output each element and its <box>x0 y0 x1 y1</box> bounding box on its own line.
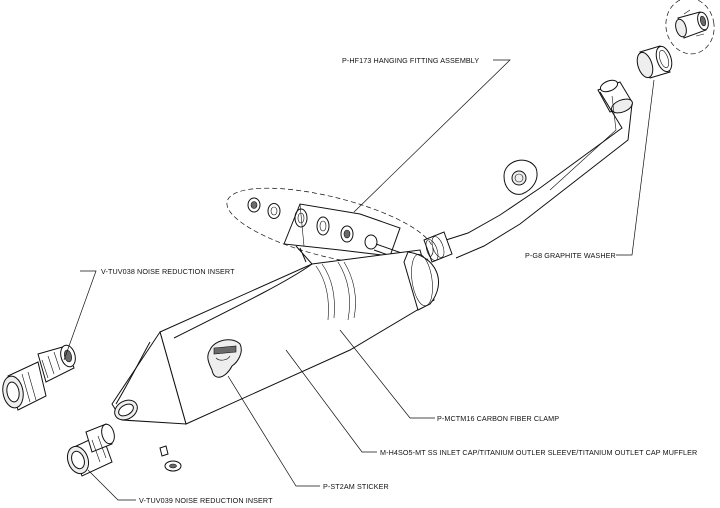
label-muffler: M-H4SO5-MT SS INLET CAP/TITANIUM OUTLER … <box>380 448 698 457</box>
link-pipe-part <box>423 79 633 263</box>
label-graphite-washer: P-G8 GRAPHITE WASHER <box>525 251 616 260</box>
label-sticker: P-ST2AM STICKER <box>323 482 389 491</box>
graphite-washer-part <box>636 45 673 79</box>
label-hanging-fitting-assembly: P-HF173 HANGING FITTING ASSEMBLY <box>342 56 480 65</box>
logo-sticker-part <box>207 339 242 378</box>
muffler-body-part <box>111 245 439 425</box>
screw-and-washer-part <box>159 445 182 472</box>
label-noise-insert-038: V-TUV038 NOISE REDUCTION INSERT <box>101 267 235 276</box>
leader-lines <box>63 59 655 501</box>
noise-insert-039-part <box>66 423 115 477</box>
noise-insert-038-part <box>2 344 76 411</box>
label-noise-insert-039: V-TUV039 NOISE REDUCTION INSERT <box>139 496 273 505</box>
end-clamp-part <box>665 0 715 55</box>
label-carbon-fiber-clamp: P-MCTM16 CARBON FIBER CLAMP <box>437 414 560 423</box>
